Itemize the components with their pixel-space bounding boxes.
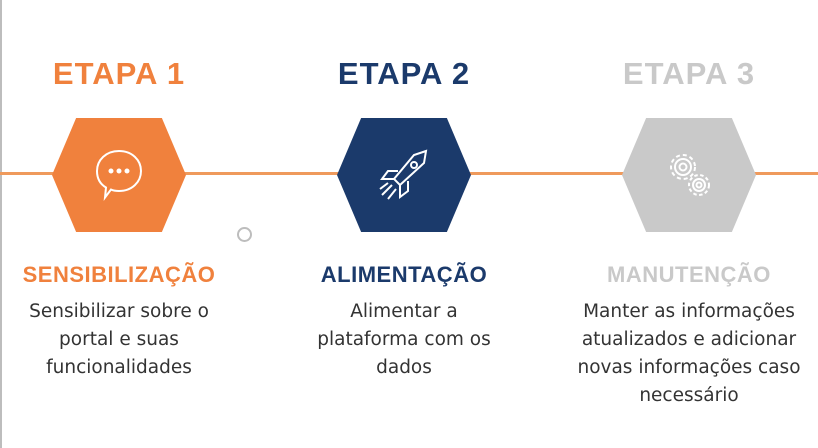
step-hexagon [622,118,756,232]
speech-bubble-icon [95,149,143,201]
desc-line: dados [376,357,432,378]
desc-line: Manter as informações [583,301,795,322]
step-title: MANUTENÇÃO [607,262,771,287]
desc-line: portal e suas [59,329,179,350]
desc-line: necessário [639,385,739,406]
left-border [0,0,2,448]
step-heading: ETAPA 2 [337,56,471,91]
step-heading: ETAPA 3 [622,56,756,91]
step-description: Alimentar a plataforma com os dados [254,298,554,382]
slider-dot[interactable] [237,227,252,242]
desc-line: atualizados e adicionar [581,329,797,350]
step-description: Manter as informações atualizados e adic… [539,298,818,410]
desc-line: plataforma com os [317,329,491,350]
desc-line: funcionalidades [46,357,192,378]
step-title: SENSIBILIZAÇÃO [22,262,216,287]
gears-icon [670,154,710,196]
desc-line: Sensibilizar sobre o [29,301,209,322]
step-title: ALIMENTAÇÃO [320,262,488,287]
desc-line: Alimentar a [350,301,458,322]
step-heading: ETAPA 1 [52,56,186,91]
rocket-icon [379,149,428,200]
desc-line: novas informações caso [577,357,801,378]
step-hexagon [52,118,186,232]
step-description: Sensibilizar sobre o portal e suas funci… [0,298,269,382]
step-hexagon [337,118,471,232]
